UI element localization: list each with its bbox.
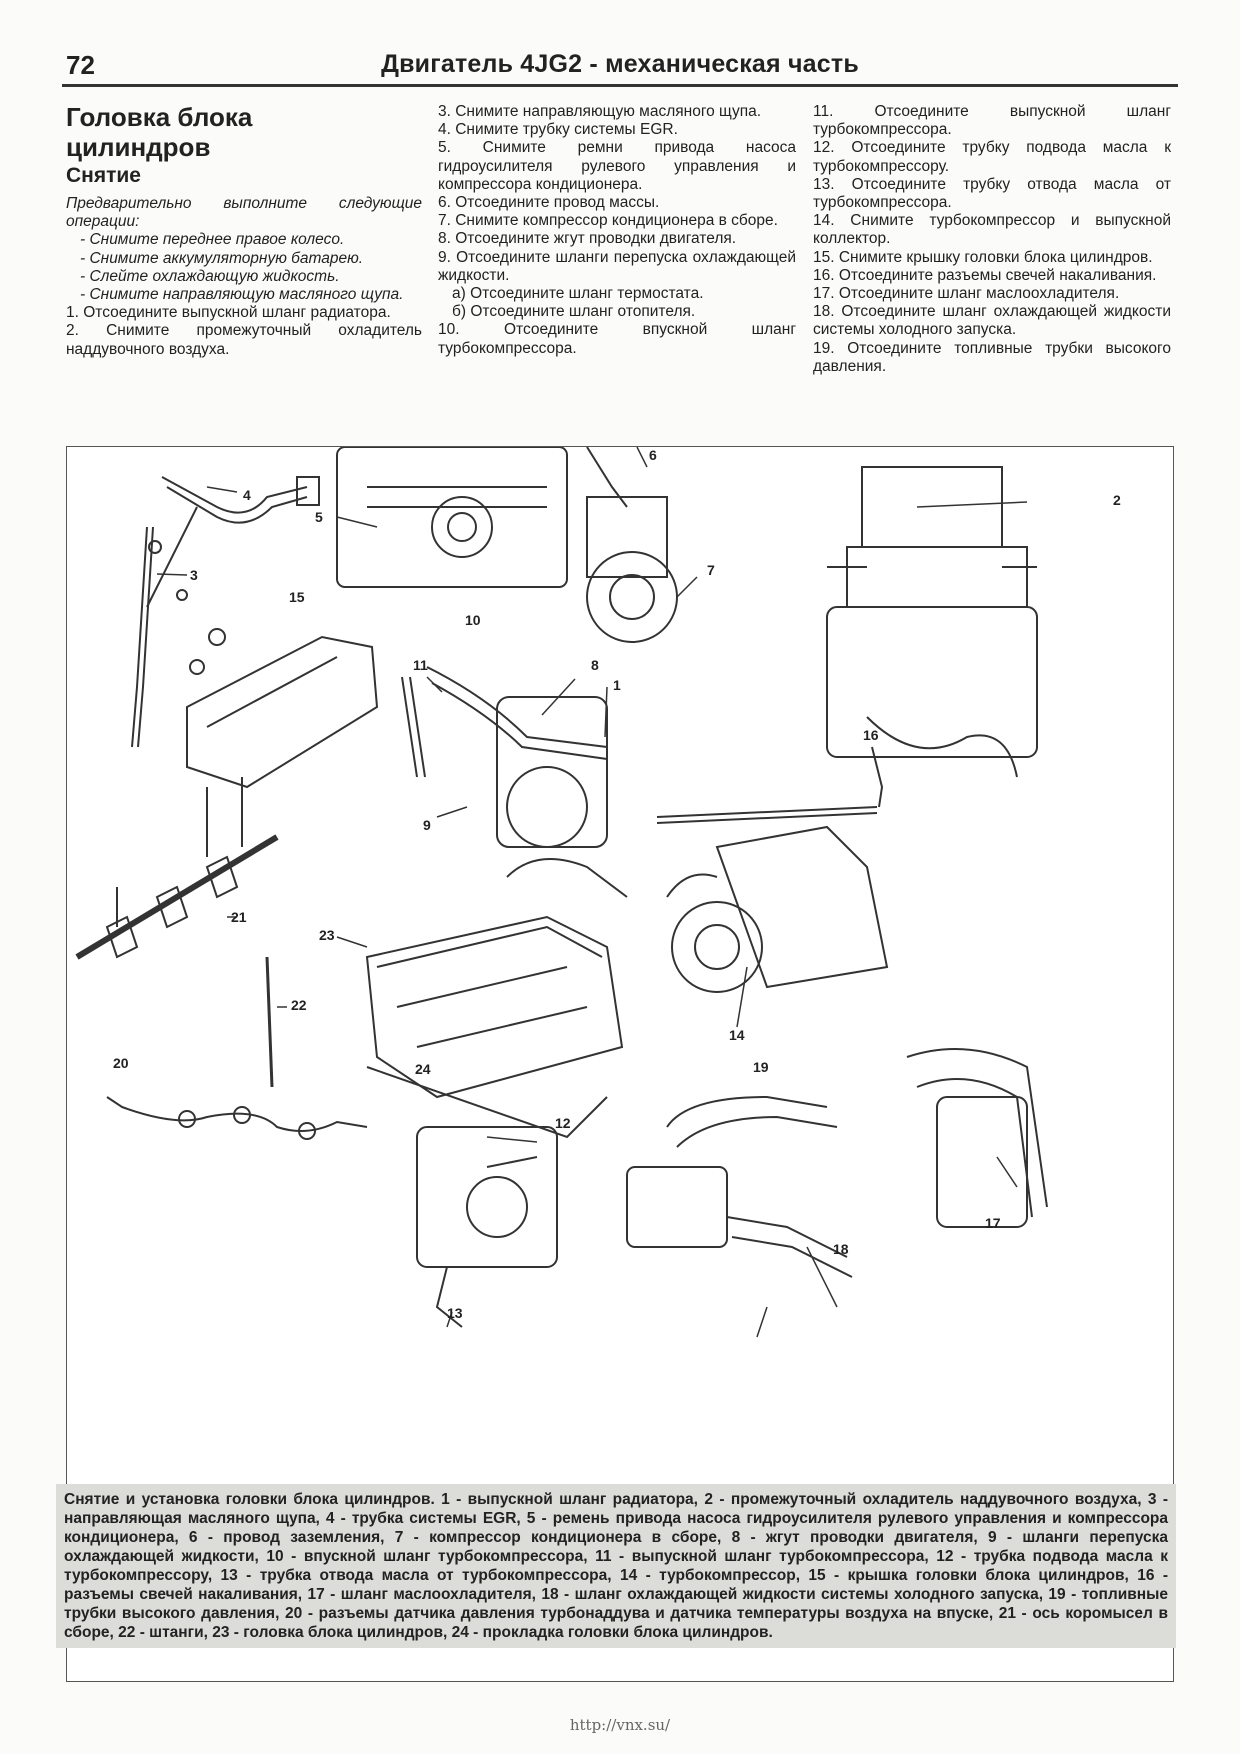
callout-7: 7 xyxy=(707,562,715,578)
prep-op: - Слейте охлаждающую жидкость. xyxy=(80,267,340,285)
footer-url[interactable]: http://vnx.su/ xyxy=(569,1716,671,1734)
oil-pipes-drawing xyxy=(416,1126,558,1328)
diagram-drawing xyxy=(75,447,1048,1338)
fuel-pipes-drawing xyxy=(626,1095,853,1278)
figure-caption: Снятие и установка головки блока цилиндр… xyxy=(56,1484,1176,1648)
sensor-connectors-drawing xyxy=(106,1096,368,1140)
step: 13. Отсоедините трубку отвода масла от т… xyxy=(813,175,1171,212)
callout-23: 23 xyxy=(319,927,335,943)
pushrod-drawing xyxy=(265,956,274,1088)
callout-18: 18 xyxy=(833,1241,849,1257)
step: 11. Отсоедините выпускной шланг турбоком… xyxy=(813,103,1171,139)
coolant-hoses-drawing xyxy=(401,666,608,848)
exploded-diagram: 4 3 5 6 7 2 15 10 11 8 1 9 16 21 23 22 1… xyxy=(66,446,1174,1682)
dipstick-guide-drawing xyxy=(131,526,188,748)
text-column-1: Предварительно выполните следующие опера… xyxy=(66,195,422,359)
step: 16. Отсоедините разъемы свечей накаливан… xyxy=(813,266,1157,284)
callout-16: 16 xyxy=(863,727,879,743)
page-number: 72 xyxy=(66,50,95,80)
callout-24: 24 xyxy=(415,1061,431,1077)
callout-1: 1 xyxy=(613,677,621,693)
ac-compressor-drawing xyxy=(586,447,678,643)
callout-22: 22 xyxy=(291,997,307,1013)
callout-6: 6 xyxy=(649,447,657,463)
callout-8: 8 xyxy=(591,657,599,673)
cylinder-head-drawing xyxy=(365,858,628,1139)
substep: а) Отсоедините шланг термостата. xyxy=(452,285,704,303)
step: 9. Отсоедините шланги перепуска охлаждаю… xyxy=(438,248,796,284)
step: 15. Снимите крышку головки блока цилиндр… xyxy=(813,248,1153,266)
step: 8. Отсоедините жгут проводки двигателя. xyxy=(438,230,737,248)
callout-13: 13 xyxy=(447,1305,463,1321)
oil-cooler-hose-drawing xyxy=(906,1048,1048,1228)
intercooler-drawing xyxy=(826,466,1038,778)
step: 6. Отсоедините провод массы. xyxy=(438,194,660,212)
step: 14. Снимите турбокомпрессор и выпускной … xyxy=(813,212,1171,248)
step: 2. Снимите промежуточный охладитель надд… xyxy=(66,322,422,358)
section-subtitle: Снятие xyxy=(66,164,141,187)
egr-pipe-drawing xyxy=(146,476,320,608)
callout-10: 10 xyxy=(465,612,481,628)
prep-op: - Снимите направляющую масляного щупа. xyxy=(80,286,404,304)
leader-lines xyxy=(156,447,1028,1338)
section-title: Головка блока цилиндров xyxy=(66,102,253,162)
prep-op: - Снимите переднее правое колесо. xyxy=(80,231,345,249)
callout-4: 4 xyxy=(243,487,251,503)
rocker-shaft-drawing xyxy=(75,777,279,960)
callout-19: 19 xyxy=(753,1059,769,1075)
turbocharger-drawing xyxy=(666,825,889,993)
step: 12. Отсоедините трубку подвода масла к т… xyxy=(813,139,1171,175)
callout-14: 14 xyxy=(729,1027,745,1043)
preface: Предварительно выполните следующие опера… xyxy=(66,195,422,231)
text-column-2: 3. Снимите направляющую масляного щупа. … xyxy=(438,103,796,358)
step: 5. Снимите ремни привода насоса гидроуси… xyxy=(438,139,796,193)
page-header: 72 Двигатель 4JG2 - механическая часть xyxy=(62,50,1178,87)
callout-11: 11 xyxy=(413,657,428,673)
valve-cover-drawing xyxy=(186,628,379,789)
step: 7. Снимите компрессор кондиционера в сбо… xyxy=(438,212,778,230)
chapter-title: Двигатель 4JG2 - механическая часть xyxy=(381,50,859,78)
callout-5: 5 xyxy=(315,509,323,525)
step: 17. Отсоедините шланг маслоохладителя. xyxy=(813,285,1120,303)
step: 4. Снимите трубку системы EGR. xyxy=(438,121,678,139)
glow-plug-bar-drawing xyxy=(656,746,884,824)
callout-9: 9 xyxy=(423,817,431,833)
callout-21: 21 xyxy=(231,909,247,925)
step: 1. Отсоедините выпускной шланг радиатора… xyxy=(66,304,391,322)
callout-15: 15 xyxy=(289,589,305,605)
belt-drive-drawing xyxy=(336,447,568,588)
substep: б) Отсоедините шланг отопителя. xyxy=(452,303,696,321)
callout-3: 3 xyxy=(190,567,198,583)
step: 10. Отсоедините впускной шланг турбокомп… xyxy=(438,321,796,357)
step: 18. Отсоедините шланг охлаждающей жидкос… xyxy=(813,303,1171,339)
callout-17: 17 xyxy=(985,1215,1001,1231)
callout-12: 12 xyxy=(555,1115,571,1131)
step: 3. Снимите направляющую масляного щупа. xyxy=(438,103,762,120)
text-column-3: 11. Отсоедините выпускной шланг турбоком… xyxy=(813,103,1171,376)
prep-op: - Снимите аккумуляторную батарею. xyxy=(80,249,364,267)
callout-20: 20 xyxy=(113,1055,129,1071)
callout-2: 2 xyxy=(1113,492,1121,508)
step: 19. Отсоедините топливные трубки высоког… xyxy=(813,339,1171,375)
